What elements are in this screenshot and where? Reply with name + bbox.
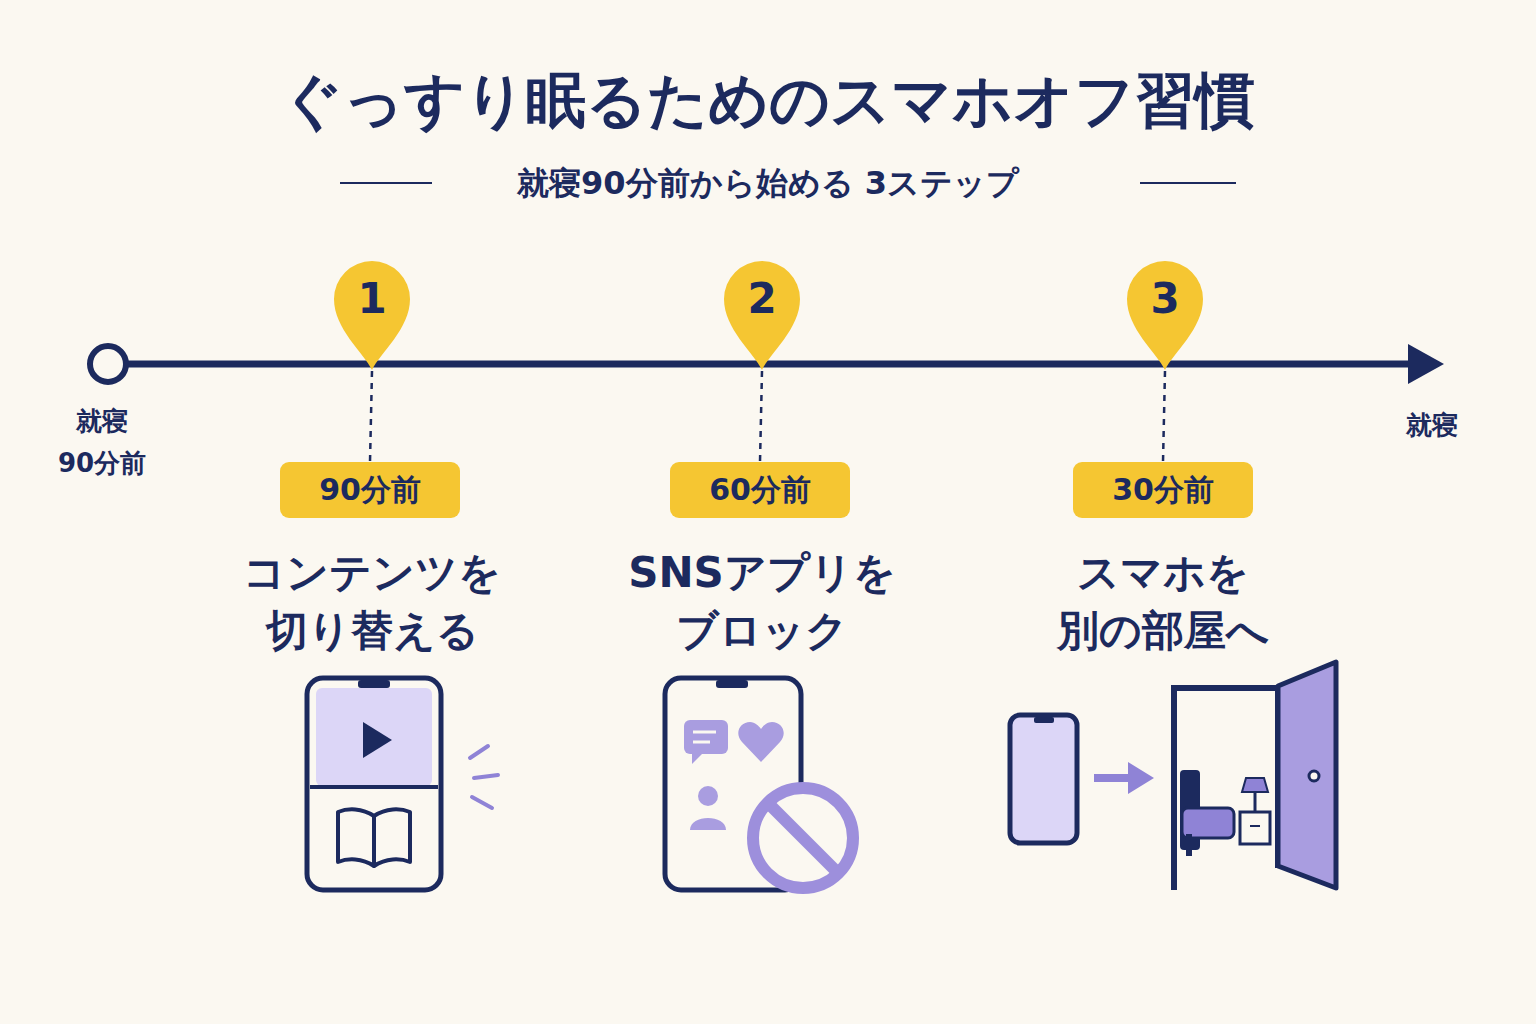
timeline-start xyxy=(90,346,126,382)
time-label: 60分前 xyxy=(709,470,811,510)
step-text: SNSアプリを ブロック xyxy=(612,544,912,660)
phone-away-icon xyxy=(1010,662,1336,890)
step-pin: 3 xyxy=(1125,257,1205,371)
callout-number: 1 xyxy=(332,257,412,341)
step-text: コンテンツを 切り替える xyxy=(222,544,522,660)
timeline-start-label: 就寝 90分前 xyxy=(47,400,157,484)
step-pin: 1 xyxy=(332,257,412,371)
callout-number: 3 xyxy=(1125,257,1205,341)
step-text: スマホを 別の部屋へ xyxy=(1013,544,1313,660)
time-label: 90分前 xyxy=(319,470,421,510)
time-badge: 30分前 xyxy=(1073,462,1253,518)
time-badge: 90分前 xyxy=(280,462,460,518)
subtitle: 就寝90分前から始める 3ステップ xyxy=(418,162,1118,204)
callout-number: 2 xyxy=(722,257,802,341)
time-label: 30分前 xyxy=(1112,470,1214,510)
timeline-arrowhead xyxy=(1408,344,1444,384)
subtitle-rule xyxy=(1140,182,1236,184)
dashed-leader xyxy=(1163,371,1165,462)
subtitle-rule xyxy=(340,182,432,184)
time-badge: 60分前 xyxy=(670,462,850,518)
timeline-end-label: 就寝 xyxy=(1377,404,1487,446)
diagram-title: ぐっすり眠るためのスマホオフ習慣 xyxy=(0,62,1536,138)
sns-block-icon xyxy=(665,678,853,890)
content-switch-icon xyxy=(307,678,498,890)
dashed-leader xyxy=(370,371,372,462)
timeline-axis xyxy=(126,361,1414,368)
step-pin: 2 xyxy=(722,257,802,371)
dashed-leader xyxy=(760,371,762,462)
